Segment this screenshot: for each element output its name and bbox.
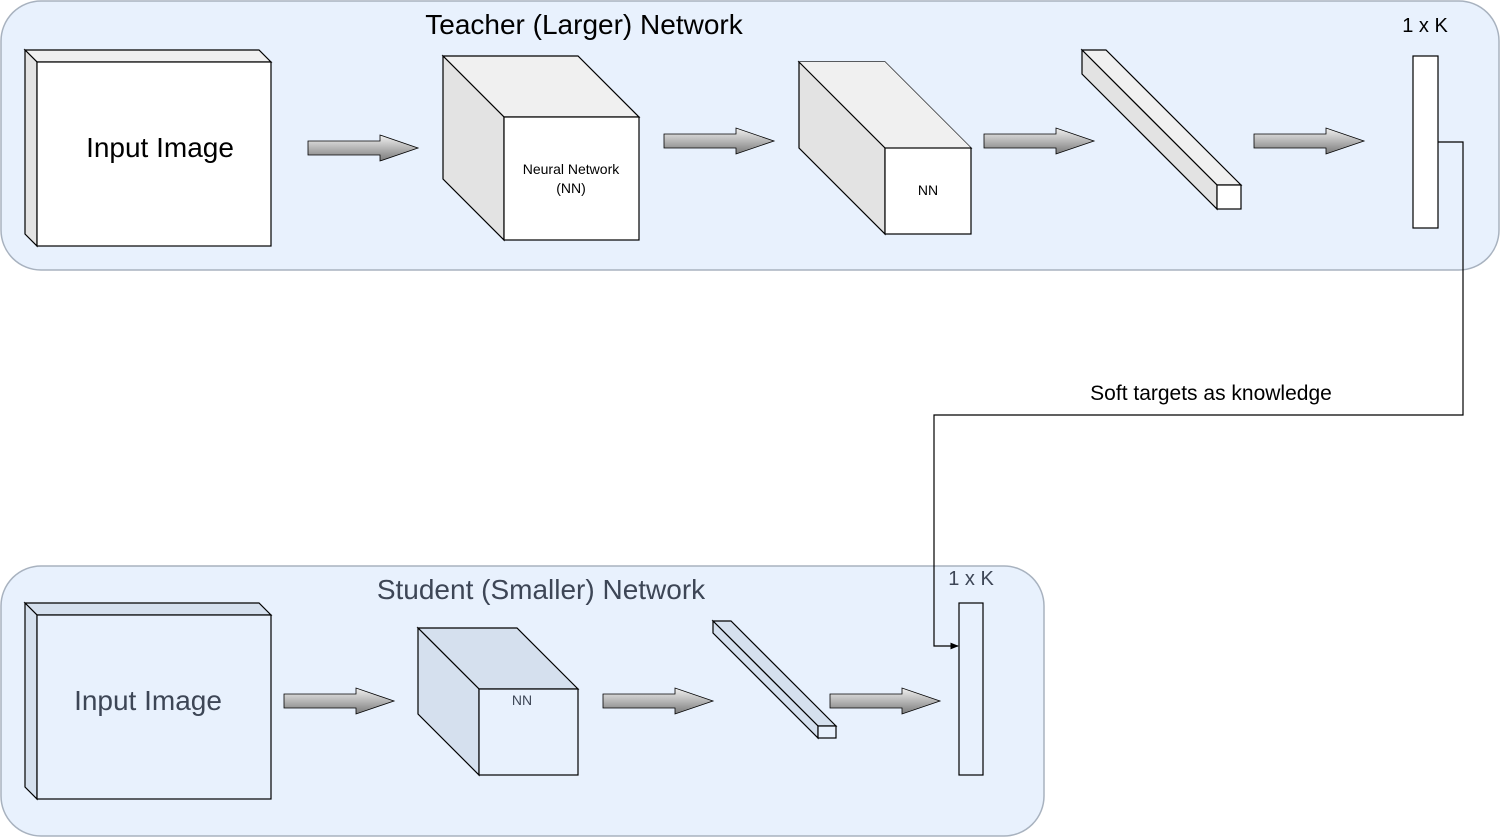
- student-fully-connected-layer: [711, 619, 838, 740]
- student-output-vector: [958, 602, 984, 776]
- teacher-flow-arrow-3: [983, 127, 1096, 155]
- soft-targets-connector: Soft targets as knowledge: [933, 141, 1464, 650]
- student-nn-front-face: [478, 688, 579, 776]
- teacher-input-box-front: [36, 61, 272, 247]
- student-input-image-label: Input Image: [74, 685, 222, 716]
- student-input-box-front: [36, 614, 272, 800]
- teacher-nn2-top-fill: [799, 62, 971, 148]
- student-input-box-top: [23, 602, 273, 616]
- teacher-network-panel: Teacher (Larger) Network Input Image Neu…: [0, 0, 1500, 271]
- teacher-nn2-label: NN: [918, 182, 938, 198]
- teacher-flow-arrow-1: [307, 134, 420, 162]
- teacher-nn2-front-face: [884, 147, 972, 235]
- student-nn-label: NN: [512, 692, 532, 708]
- teacher-neural-network-block-2: NN: [797, 60, 973, 236]
- teacher-fc-front-face: [1216, 184, 1242, 210]
- teacher-nn1-front-face: [503, 116, 640, 241]
- teacher-input-box-side: [24, 48, 38, 248]
- teacher-input-image-label: Input Image: [86, 132, 234, 163]
- teacher-output-dimension-label: 1 x K: [1402, 15, 1448, 37]
- student-network-panel: Student (Smaller) Network Input Image NN: [0, 565, 1045, 837]
- teacher-panel-title: Teacher (Larger) Network: [425, 9, 743, 40]
- teacher-input-box-top: [23, 49, 273, 63]
- student-panel-title: Student (Smaller) Network: [377, 574, 706, 605]
- soft-targets-connector-line: [933, 141, 1464, 650]
- student-output-dimension-label: 1 x K: [948, 568, 994, 590]
- teacher-output-vector: [1412, 55, 1439, 229]
- soft-targets-label: Soft targets as knowledge: [1090, 382, 1332, 405]
- student-flow-arrow-2: [602, 687, 715, 715]
- student-neural-network-block: NN: [416, 626, 580, 777]
- student-input-box-side: [24, 601, 38, 801]
- teacher-nn1-label-abbrev: (NN): [556, 180, 586, 196]
- student-flow-arrow-1: [283, 687, 396, 715]
- teacher-flow-arrow-4: [1253, 127, 1366, 155]
- teacher-neural-network-block-1: Neural Network (NN): [441, 54, 641, 242]
- teacher-flow-arrow-2: [663, 127, 776, 155]
- student-input-image-box: Input Image: [23, 601, 273, 801]
- teacher-fully-connected-layer: [1080, 48, 1243, 211]
- student-fc-front-face: [817, 725, 837, 739]
- teacher-input-image-box: Input Image: [23, 48, 273, 248]
- student-flow-arrow-3: [829, 687, 942, 715]
- teacher-nn1-label: Neural Network: [523, 161, 620, 177]
